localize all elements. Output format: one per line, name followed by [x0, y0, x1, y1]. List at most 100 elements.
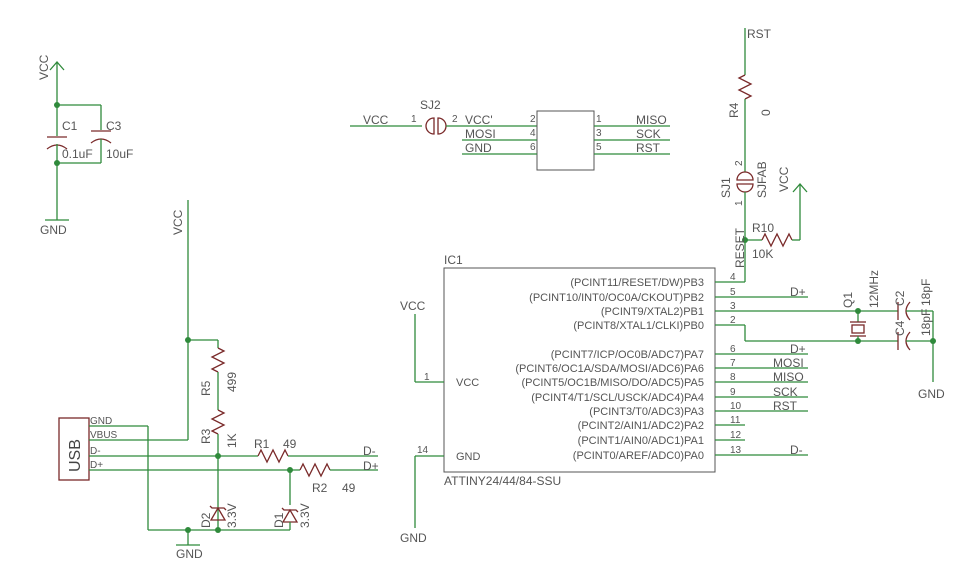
ic1-pin-number: 5: [730, 287, 736, 298]
ic1-pin1-name: VCC: [456, 377, 479, 389]
usb-section: VCC R5 499 R3 1K USB GND VBUS D- D+ GND …: [58, 200, 379, 561]
r4-rst-label: RST: [747, 27, 772, 41]
ic1-pin-number: 3: [730, 301, 736, 312]
d2-name: D2: [199, 512, 213, 528]
c3-name: C3: [106, 119, 122, 133]
ic1-pin-name: (PCINT8/XTAL1/CLKI)PB0: [573, 320, 704, 332]
c1-name: C1: [62, 119, 78, 133]
ic1-pin-name: (PCINT11/RESET/DW)PB3: [570, 277, 704, 289]
r4-name: R4: [727, 102, 741, 118]
sj1-value: SJFAB: [755, 161, 769, 198]
ic1-pin-number: 10: [730, 401, 742, 412]
usb-gnd-label: GND: [176, 547, 203, 561]
q1-value: 12MHz: [867, 270, 881, 308]
ic1-pin-number: 4: [730, 272, 736, 283]
c3-value: 10uF: [106, 147, 133, 161]
isp-rst-label: RST: [636, 141, 661, 155]
ic1-pin14-num: 14: [417, 445, 429, 456]
crystal-q1: Q1 12MHz C2 18pF C4 18pF GND: [841, 270, 945, 401]
r3-name: R3: [199, 428, 213, 444]
r4-value: 0: [759, 109, 773, 116]
r1-name: R1: [254, 437, 270, 451]
isp-mosi-label: MOSI: [465, 127, 496, 141]
d1-name: D1: [272, 512, 286, 528]
ic1-right-pins: (PCINT11/RESET/DW)PB3 4 (PCINT10/INT0/OC0A…: [515, 272, 741, 462]
sj2-vcc-label: VCC: [363, 113, 389, 127]
pa4-sck-label: SCK: [773, 385, 798, 399]
ic1-pin1-num: 1: [424, 372, 430, 383]
r2-value: 49: [342, 481, 356, 495]
isp-pin5: 5: [596, 142, 602, 153]
isp-pin3: 3: [596, 128, 602, 139]
d2-value: 3.3V: [225, 503, 239, 528]
pa5-miso-label: MISO: [773, 370, 804, 384]
r10-value: 10K: [752, 247, 773, 261]
q1-name: Q1: [841, 292, 855, 308]
ic1-pin-name: (PCINT4/T1/SCL/USCK/ADC4)PA4: [531, 392, 704, 404]
ic1-pin-name: (PCINT9/XTAL2)PB1: [601, 306, 704, 318]
pa6-mosi-label: MOSI: [773, 356, 804, 370]
usb-pin-vbus: VBUS: [90, 430, 118, 441]
crystal-gnd-label: GND: [918, 387, 945, 401]
ic1-pin-name: (PCINT2/AIN1/ADC2)PA2: [578, 420, 704, 432]
ic1-pin-name: (PCINT1/AIN0/ADC1)PA1: [578, 435, 704, 447]
pb2-dplus-label: D+: [790, 285, 806, 299]
ic1-pin-name: (PCINT7/ICP/OC0B/ADC7)PA7: [551, 349, 704, 361]
sj2-name: SJ2: [420, 98, 441, 112]
ic1: IC1 ATTINY24/44/84-SSU VCC 1 VCC 14 GND …: [400, 253, 898, 545]
pa0-dminus-label: D-: [790, 443, 803, 457]
ic1-pin-number: 9: [730, 387, 736, 398]
r1-dminus-label: D-: [363, 444, 376, 458]
ic1-name: IC1: [444, 253, 463, 267]
isp-pin2: 2: [530, 114, 536, 125]
ic1-pin-number: 6: [730, 344, 736, 355]
isp-pin6: 6: [530, 142, 536, 153]
isp-pin4: 4: [530, 128, 536, 139]
ic1-pin-number: 11: [730, 415, 741, 426]
c4-value: 18pF: [919, 309, 933, 336]
usb-pin-dminus: D-: [90, 446, 101, 457]
ic1-pin-number: 12: [730, 430, 742, 441]
r10-vcc-label: VCC: [777, 166, 791, 192]
d1-value: 3.3V: [298, 503, 312, 528]
c2-name: C2: [893, 290, 907, 306]
r5-name: R5: [199, 380, 213, 396]
ic1-pin-name: (PCINT6/OC1A/SDA/MOSI/ADC6)PA6: [515, 363, 704, 375]
ic1-pin-number: 7: [730, 358, 736, 369]
ic1-pin-name: (PCINT3/T0/ADC3)PA3: [589, 406, 704, 418]
r1-value: 49: [283, 437, 297, 451]
r2-dplus-label: D+: [363, 459, 379, 473]
sj2-pin1: 1: [411, 114, 417, 125]
c1-value: 0.1uF: [62, 147, 93, 161]
r10-name: R10: [752, 221, 774, 235]
isp-miso-label: MISO: [636, 113, 667, 127]
sj1-pin1: 1: [734, 200, 745, 206]
ic1-pin-number: 8: [730, 372, 736, 383]
ic1-pin-name: (PCINT0/AREF/ADC0)PA0: [573, 450, 704, 462]
r5-value: 499: [225, 372, 239, 392]
ic1-vcc-supply: VCC: [400, 299, 426, 313]
r3-value: 1K: [225, 433, 239, 448]
ic1-pin-number: 13: [730, 445, 742, 456]
reset-label: RESET: [733, 227, 747, 268]
sj1-pin2: 2: [734, 160, 745, 166]
ic1-pin-name: (PCINT10/INT0/OC0A/CKOUT)PB2: [529, 292, 704, 304]
isp-header: VCC 1 SJ2 2 VCC' MOSI GND 2 4 6 1 3 5 MI…: [350, 98, 670, 171]
decoupling-caps: VCC C1 0.1uF C3 10uF GND: [37, 54, 133, 237]
c4-name: C4: [893, 320, 907, 336]
usb-vcc-label: VCC: [171, 209, 185, 235]
r2-name: R2: [312, 481, 328, 495]
usb-label: USB: [67, 439, 84, 472]
sj2-pin2: 2: [452, 114, 458, 125]
ic1-pin-name: (PCINT5/OC1B/MISO/DO/ADC5)PA5: [521, 377, 704, 389]
sj1-name: SJ1: [719, 177, 733, 198]
pa3-rst-label: RST: [773, 399, 798, 413]
ic1-gnd-label: GND: [400, 531, 427, 545]
isp-vccp-label: VCC': [465, 113, 493, 127]
isp-gnd-label: GND: [465, 141, 492, 155]
usb-pin-gnd: GND: [90, 416, 112, 427]
usb-pin-dplus: D+: [90, 460, 103, 471]
ic1-pin-number: 2: [730, 315, 736, 326]
ic1-part: ATTINY24/44/84-SSU: [444, 474, 561, 488]
